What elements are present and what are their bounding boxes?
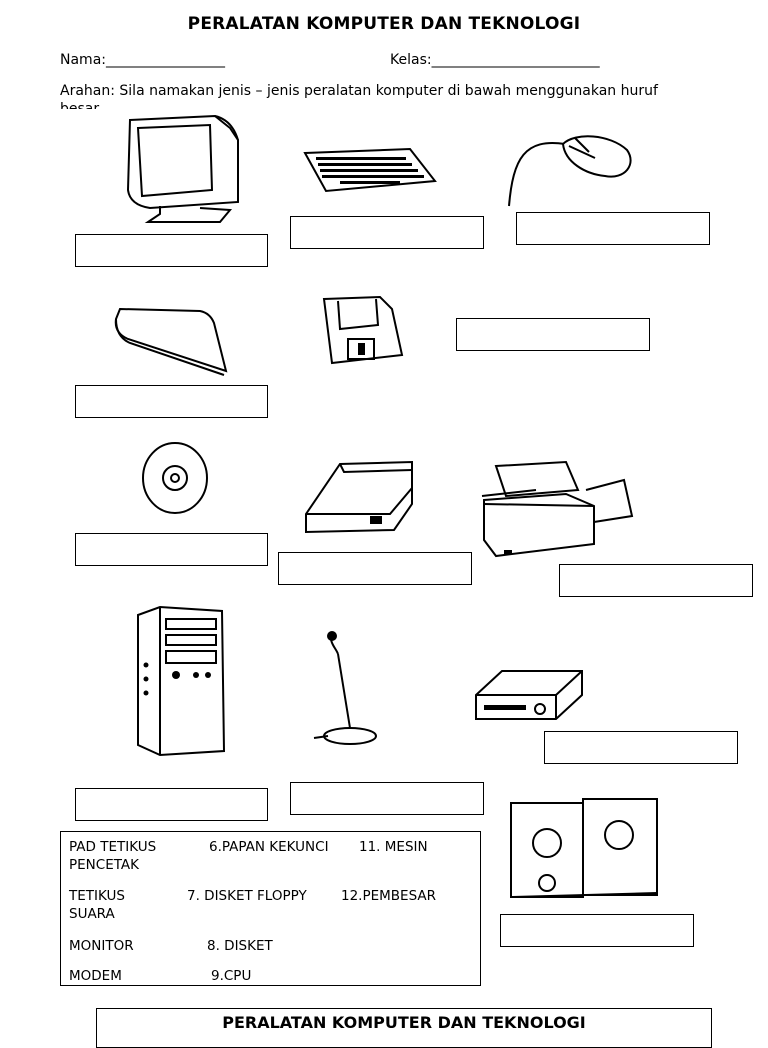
mouse-icon <box>508 135 632 207</box>
scanner-icon <box>305 460 413 534</box>
answer-box-5[interactable] <box>456 318 650 351</box>
list-item: MONITOR <box>69 938 134 954</box>
cd-disk-icon <box>142 442 208 514</box>
mouse-pad-icon <box>114 307 228 376</box>
list-item: 11. MESIN <box>359 839 428 855</box>
floppy-disk-icon <box>322 295 404 365</box>
list-item: 6.PAPAN KEKUNCI <box>209 839 329 855</box>
list-item: 9.CPU <box>211 968 252 984</box>
answer-box-6[interactable] <box>75 533 268 566</box>
list-item: 8. DISKET <box>207 938 273 954</box>
list-item: PAD TETIKUS <box>69 839 157 855</box>
answer-box-9[interactable] <box>75 788 268 821</box>
list-item: PENCETAK <box>69 857 140 873</box>
list-item: SUARA <box>69 906 115 922</box>
answer-box-8[interactable] <box>559 564 753 597</box>
list-item: 12.PEMBESAR <box>341 888 437 904</box>
list-item: TETIKUS <box>69 888 125 904</box>
answer-box-11[interactable] <box>544 731 738 764</box>
answer-box-12[interactable] <box>500 914 694 947</box>
cpu-tower-icon <box>137 605 226 757</box>
word-list: PAD TETIKUS 6.PAPAN KEKUNCI 11. MESIN PE… <box>60 831 481 986</box>
page-title: PERALATAN KOMPUTER DAN TEKNOLOGI <box>187 14 581 34</box>
modem-icon <box>475 670 583 720</box>
monitor-icon <box>126 114 239 223</box>
keyboard-icon <box>303 147 437 193</box>
nama-field[interactable]: Nama:_________________ <box>60 52 225 68</box>
instructions: Arahan: Sila namakan jenis – jenis peral… <box>60 83 658 109</box>
answer-box-2[interactable] <box>290 216 484 249</box>
kelas-field[interactable]: Kelas:________________________ <box>390 52 600 68</box>
microphone-icon <box>313 631 377 745</box>
answer-box-7[interactable] <box>278 552 472 585</box>
printer-icon <box>481 460 634 558</box>
footer-title: PERALATAN KOMPUTER DAN TEKNOLOGI <box>96 1008 712 1048</box>
answer-box-4[interactable] <box>75 385 268 418</box>
speakers-icon <box>510 798 658 898</box>
answer-box-10[interactable] <box>290 782 484 815</box>
list-item: MODEM <box>69 968 122 984</box>
answer-box-3[interactable] <box>516 212 710 245</box>
answer-box-1[interactable] <box>75 234 268 267</box>
list-item: 7. DISKET FLOPPY <box>187 888 307 904</box>
